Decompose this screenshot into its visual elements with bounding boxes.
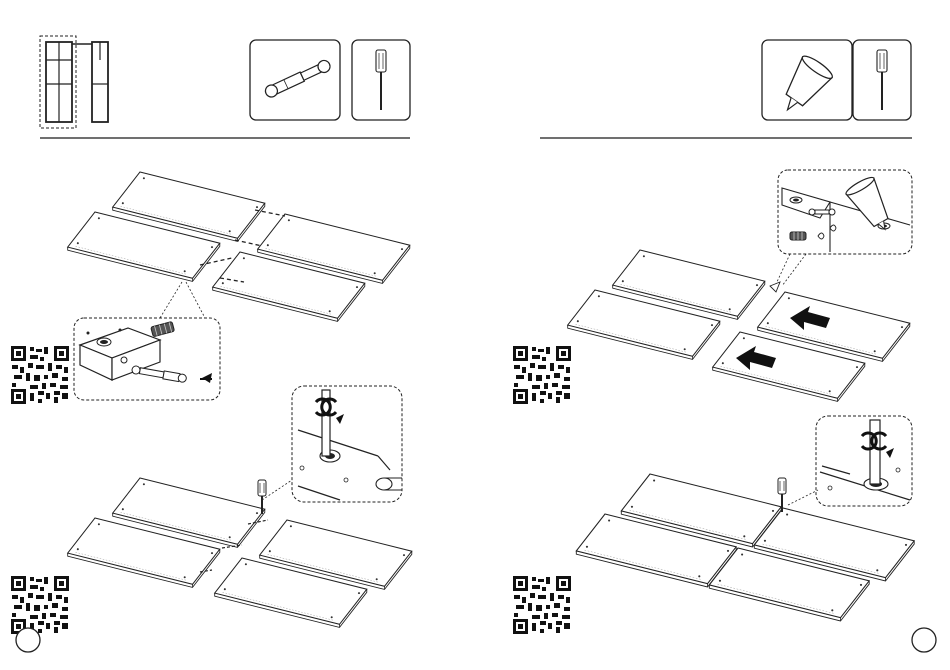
left-page: [10, 36, 412, 652]
step-insert-cam-dowels: [68, 172, 410, 321]
qr-code: [512, 575, 572, 635]
cam-dowel-detail: [74, 318, 220, 400]
furniture-overview-icon: [40, 36, 108, 128]
glue-dowel-detail: [778, 170, 912, 254]
glue-bottle-icon: [762, 40, 852, 120]
qr-code: [10, 345, 70, 405]
cam-dowel-icon: [250, 40, 340, 120]
screwdriver-rotation-detail: [816, 416, 912, 506]
step-glue-and-join-panels: [568, 250, 910, 401]
screwdriver-icon: [853, 40, 911, 120]
qr-code: [512, 345, 572, 405]
screwdriver-icon: [352, 40, 410, 120]
page-number-badge: [912, 628, 936, 652]
qr-code: [10, 575, 70, 635]
screwdriver-rotation-detail: [292, 386, 402, 502]
right-page: [512, 40, 936, 652]
page-number-badge: [16, 628, 40, 652]
